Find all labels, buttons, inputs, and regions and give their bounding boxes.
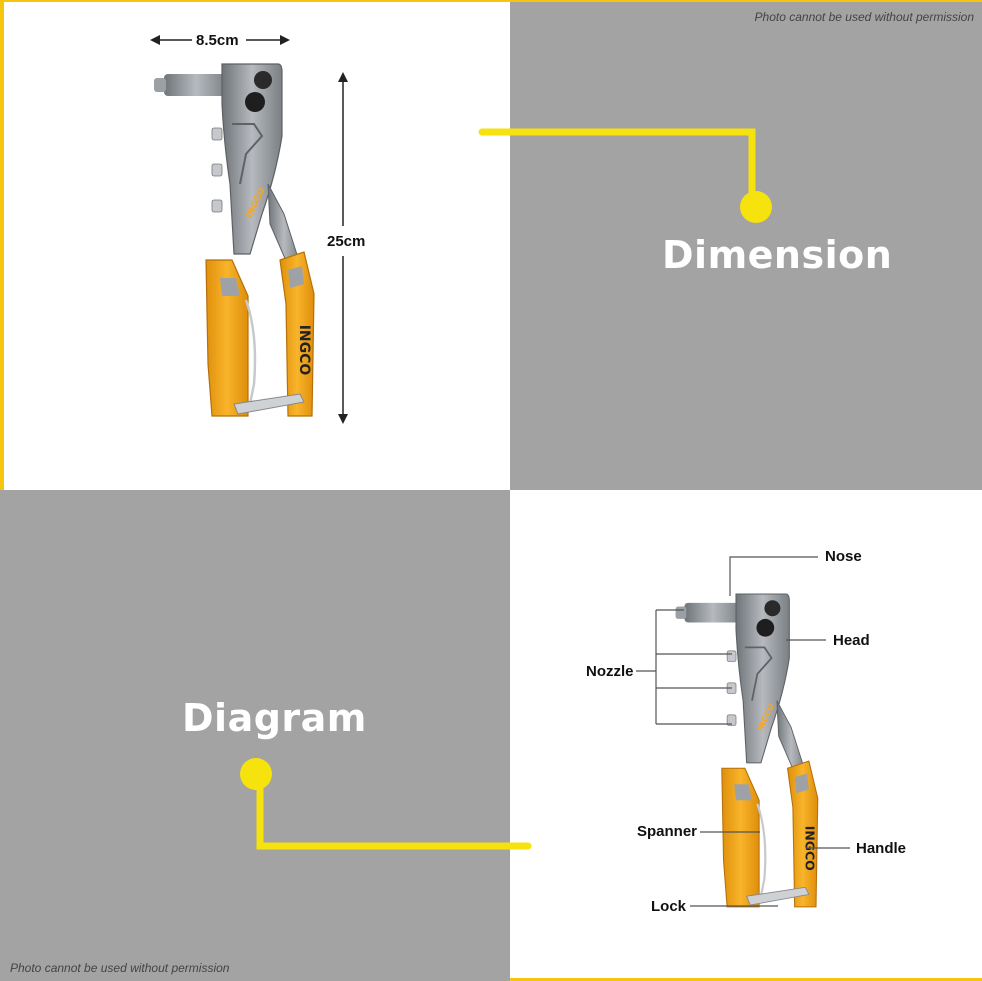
height-arrow	[338, 72, 348, 424]
diagram-connector	[240, 758, 532, 850]
width-label: 8.5cm	[196, 32, 239, 49]
part-label-head: Head	[833, 632, 870, 649]
height-label: 25cm	[327, 233, 366, 250]
riveter-image-dimension	[152, 62, 316, 418]
part-label-nozzle: Nozzle	[586, 663, 634, 680]
dimension-title-panel	[510, 0, 982, 490]
width-arrow	[150, 35, 290, 45]
part-label-nose: Nose	[825, 548, 862, 565]
dimension-title: Dimension	[662, 233, 893, 277]
watermark-bottom: Photo cannot be used without permission	[10, 961, 230, 975]
part-label-handle: Handle	[856, 840, 907, 857]
part-label-spanner: Spanner	[637, 823, 698, 840]
callout-lines	[636, 556, 850, 907]
part-label-lock: Lock	[651, 898, 687, 915]
diagram-title: Diagram	[182, 696, 367, 740]
riveter-image-diagram	[674, 592, 819, 909]
watermark-top: Photo cannot be used without permission	[754, 10, 974, 24]
dimension-connector	[478, 128, 772, 223]
diagram-title-panel	[0, 490, 510, 981]
